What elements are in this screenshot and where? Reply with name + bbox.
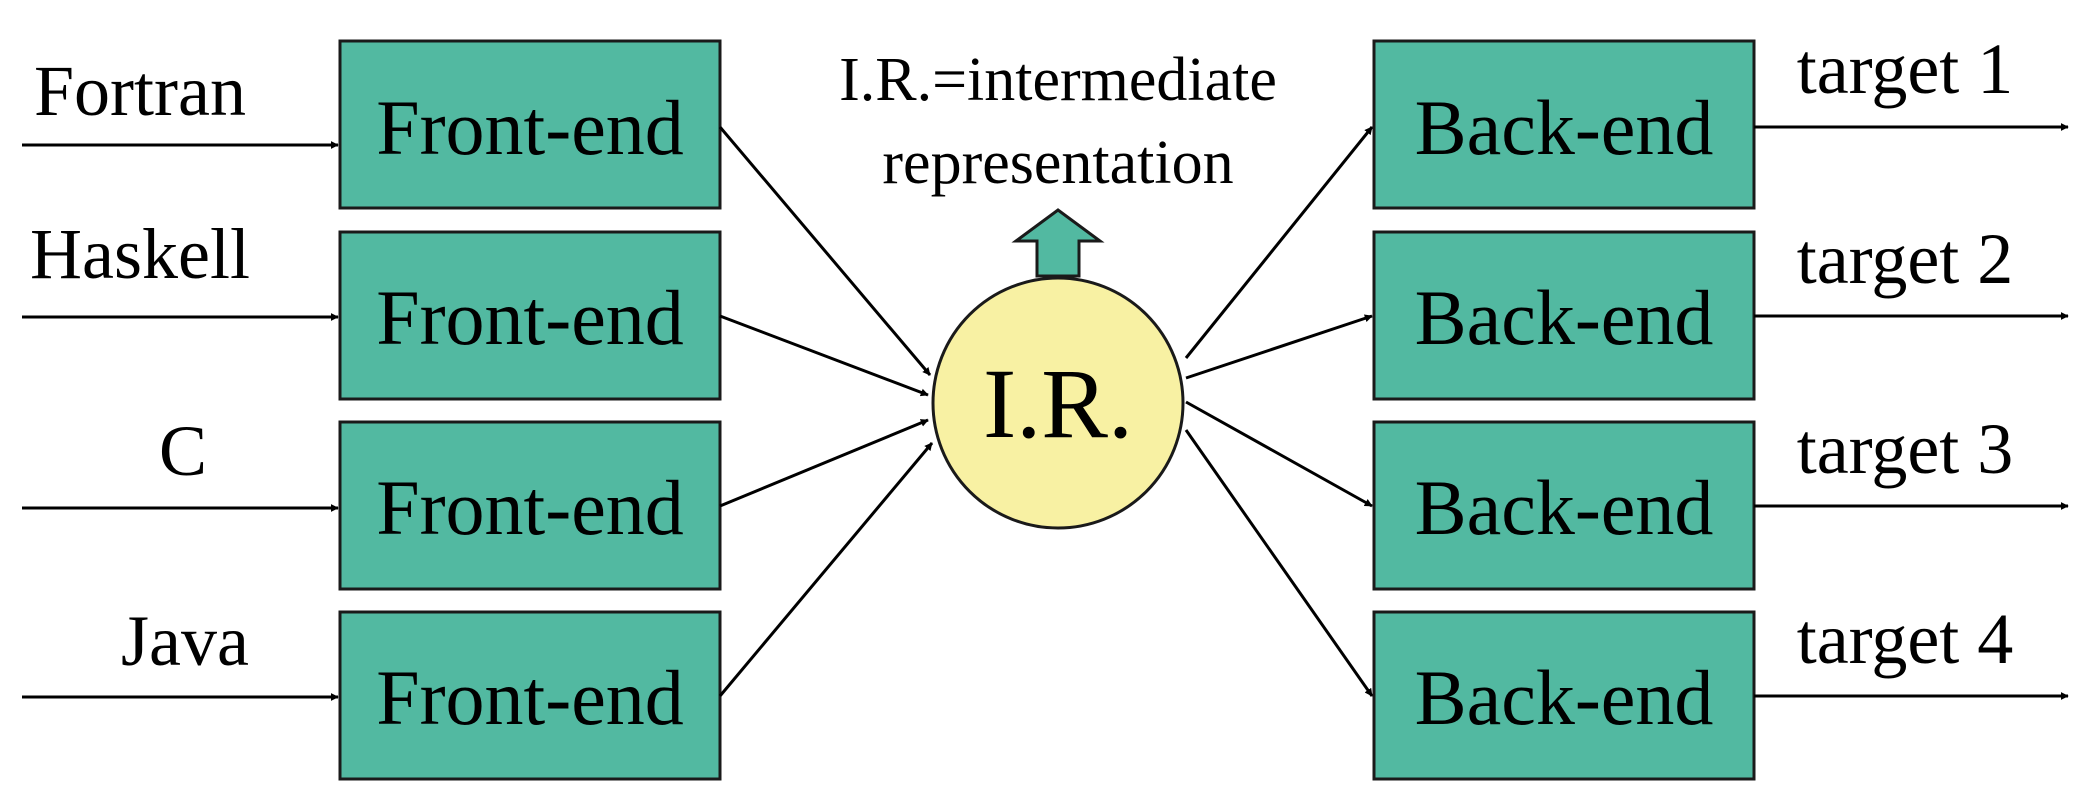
ir-note-line2: representation	[882, 129, 1233, 197]
front-end-label: Front-end	[376, 654, 684, 741]
language-label-c: C	[159, 411, 207, 491]
ir-note-line1: I.R.=intermediate	[839, 46, 1277, 114]
ir-to-back-end-arrow	[1185, 314, 1373, 380]
front-end-box: Front-end	[338, 230, 722, 401]
language-label-haskell: Haskell	[30, 214, 250, 294]
up-arrow-icon	[1011, 208, 1105, 278]
back-end-box: Back-end	[1372, 610, 1756, 781]
front-end-to-ir-arrow	[719, 418, 929, 508]
back-end-box: Back-end	[1372, 230, 1756, 401]
ir-circle	[931, 276, 1185, 530]
front-end-to-ir-arrow	[719, 314, 929, 397]
ir-to-back-end-arrow	[1184, 126, 1374, 359]
target-label-1: target 1	[1797, 29, 2014, 109]
front-end-to-ir-arrow	[718, 442, 934, 697]
ir-to-back-end-arrow	[1184, 429, 1374, 697]
target-label-4: target 4	[1797, 599, 2014, 679]
language-label-fortran: Fortran	[34, 51, 246, 131]
front-end-box: Front-end	[338, 39, 722, 210]
front-end-label: Front-end	[376, 274, 684, 361]
ir-to-back-end-arrow	[1185, 400, 1373, 508]
back-end-box: Back-end	[1372, 420, 1756, 591]
front-end-label: Front-end	[376, 84, 684, 171]
ir-label: I.R.	[983, 348, 1133, 459]
front-end-to-ir-arrow	[718, 126, 932, 376]
target-label-2: target 2	[1797, 219, 2014, 299]
back-end-label: Back-end	[1415, 464, 1714, 551]
back-end-label: Back-end	[1415, 84, 1714, 171]
language-label-java: Java	[121, 601, 249, 681]
back-end-box: Back-end	[1372, 39, 1756, 210]
front-end-label: Front-end	[376, 464, 684, 551]
back-end-label: Back-end	[1415, 654, 1714, 741]
target-label-3: target 3	[1797, 409, 2014, 489]
back-end-label: Back-end	[1415, 274, 1714, 361]
front-end-box: Front-end	[338, 610, 722, 781]
front-end-box: Front-end	[338, 420, 722, 591]
